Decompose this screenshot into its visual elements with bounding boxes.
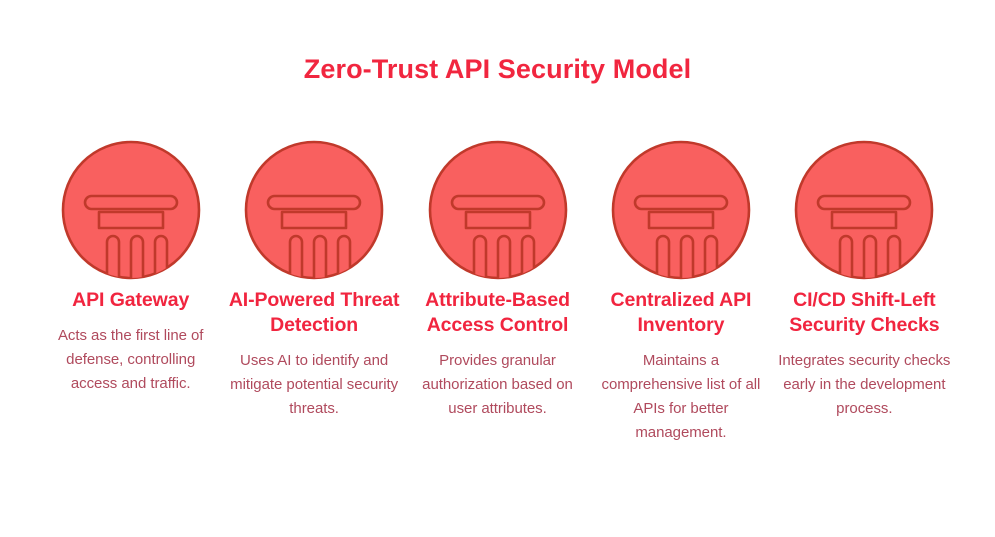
- card-heading: API Gateway: [72, 289, 190, 311]
- card-body: Provides granular authorization based on…: [422, 352, 573, 417]
- card-centralized-api-inventory: Centralized API Inventory Maintains a co…: [589, 140, 772, 445]
- card-attribute-based-access-control: Attribute-Based Access Control Provides …: [406, 140, 589, 421]
- card-heading: Attribute-Based Access Control: [425, 289, 570, 336]
- card-heading: AI-Powered Threat Detection: [228, 289, 400, 336]
- card-body: Maintains a comprehensive list of all AP…: [601, 352, 761, 441]
- pillar-icon: [244, 140, 384, 280]
- pillar-icon: [428, 140, 567, 280]
- pillar-icon: [61, 140, 201, 280]
- cards-row: API Gateway Acts as the first line of de…: [39, 140, 956, 445]
- card-ai-powered-threat-detection: AI-Powered Threat Detection Uses AI to i…: [222, 140, 405, 421]
- pillar-icon: [795, 140, 934, 280]
- card-api-gateway: API Gateway Acts as the first line of de…: [39, 140, 222, 396]
- card-body: Integrates security checks early in the …: [778, 352, 951, 417]
- card-body: Uses AI to identify and mitigate potenti…: [230, 352, 399, 417]
- card-cicd-shift-left-security-checks: CI/CD Shift-Left Security Checks Integra…: [773, 140, 956, 421]
- card-heading: Centralized API Inventory: [610, 289, 752, 336]
- card-body: Acts as the first line of defense, contr…: [57, 327, 204, 392]
- page-title: Zero-Trust API Security Model: [303, 54, 692, 84]
- pillar-icon: [611, 140, 751, 280]
- card-heading: CI/CD Shift-Left Security Checks: [789, 289, 940, 336]
